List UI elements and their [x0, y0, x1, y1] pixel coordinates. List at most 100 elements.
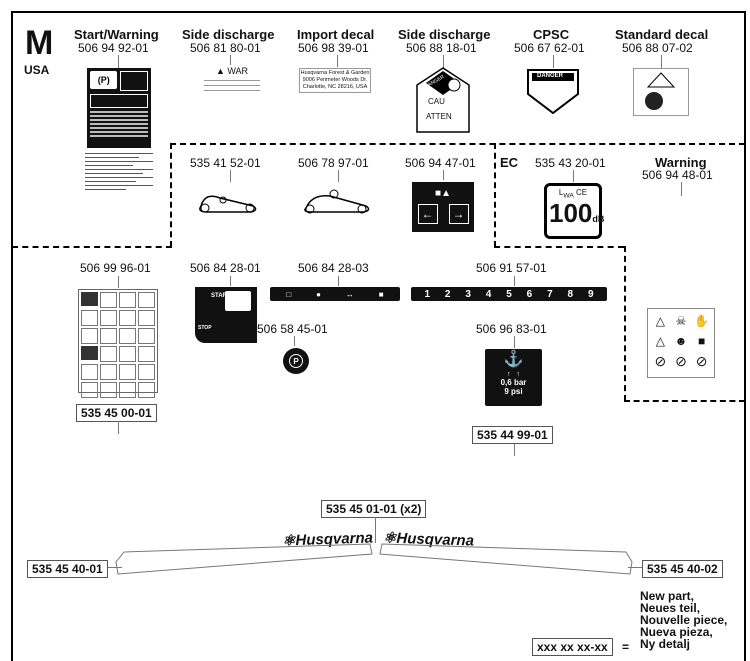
leader-line [514, 443, 515, 456]
dashed-border [170, 143, 745, 145]
prohibited-icon: ⊘ [675, 352, 687, 369]
part-box-mid-1: 535 45 00-01 [76, 404, 157, 422]
belt-diagram-1 [199, 195, 257, 213]
leader-line [230, 276, 231, 286]
arrow-right-icon: → [448, 204, 469, 224]
warning-triangle-icon [645, 72, 676, 110]
parking-brake-decal: P [283, 348, 309, 374]
side-discharge-2-attention: ATTEN [426, 112, 452, 121]
belt-decal-black: ■▲ ← → [412, 182, 474, 232]
legend-line: Ny detalj [640, 637, 691, 651]
standard-decal [633, 68, 689, 116]
safety-pictogram-decal [78, 289, 158, 398]
start-label: START [211, 293, 231, 299]
page-frame [11, 11, 746, 661]
leader-line [553, 55, 554, 68]
part-standard-decal: 506 88 07-02 [622, 41, 693, 55]
prohibited-icon: ⊘ [654, 352, 667, 369]
ec-sound-value: 100 [549, 197, 593, 228]
dashed-border [12, 246, 172, 248]
leader-line [443, 55, 444, 69]
leader-line [628, 567, 642, 568]
ce-mark-icon: LWA CE [558, 188, 588, 200]
dashed-border [170, 143, 172, 247]
region-label: USA [24, 63, 50, 77]
tractor-icon: ⚓ [503, 351, 524, 368]
warning-triangle-icon: △ [655, 314, 665, 328]
stop-label: STOP [198, 325, 212, 331]
person-icon: ☻ [674, 334, 688, 348]
height-number: 3 [465, 288, 471, 300]
pressure-bar: 0,6 bar [500, 378, 527, 387]
part-mid-6: 506 96 83-01 [476, 322, 547, 336]
part-mid-2: 506 84 28-01 [190, 261, 261, 275]
height-number: 8 [567, 288, 574, 300]
header-import-decal: Import decal [297, 27, 375, 42]
part-box-hood-left: 535 45 40-01 [27, 560, 108, 578]
leader-line [573, 170, 574, 182]
rabbit-icon: ■ [378, 289, 384, 299]
import-decal-line3: Charlotte, NC 28216, USA [302, 84, 368, 90]
leader-line [375, 517, 376, 543]
ec-sound-unit: dB [592, 213, 605, 224]
leader-line [514, 336, 515, 348]
mower-icon: ■ [698, 334, 706, 348]
side-discharge-decal-1: ▲ WAR [200, 66, 264, 102]
part-box-hood-center: 535 45 01-01 (x2) [321, 500, 427, 518]
leader-line [294, 336, 295, 346]
warning-right-decal: △ ☠ ✋ △ ☻ ■ ⊘ ⊘ ⊘ [647, 308, 715, 378]
import-decal-line1: Husqvarna Forest & Garden [300, 70, 370, 76]
height-number: 9 [587, 288, 594, 300]
leader-line [443, 170, 444, 180]
height-number: 1 [424, 288, 430, 300]
leader-line [118, 276, 119, 288]
start-warning-decal: (P) [87, 68, 151, 148]
part-side-discharge-2: 506 88 18-01 [406, 41, 477, 55]
part-ec: 535 43 20-01 [535, 156, 606, 170]
dashed-border [494, 246, 624, 248]
import-decal-line2: 9006 Perimeter Woods Dr. [302, 77, 368, 83]
legend-equals: = [622, 640, 630, 654]
page-letter: M [25, 24, 54, 62]
new-part-legend: New part,Neues teil,Nouvelle piece,Nueva… [640, 590, 727, 650]
leader-line [661, 55, 662, 68]
cpsc-danger-label: DANGER [537, 73, 564, 79]
leader-line [230, 170, 231, 182]
hood-decal-strips [115, 543, 633, 575]
ec-sound-decal: LWA CE 100dB [544, 183, 605, 239]
legend-line: Nueva pieza, [640, 625, 713, 639]
start-stop-decal: START STOP [195, 287, 257, 343]
mower-icon: ■▲ [435, 187, 451, 199]
part-belt-3: 506 94 47-01 [405, 156, 476, 170]
warning-triangle-icon: ▲ [215, 66, 225, 76]
legend-line: Neues teil, [640, 601, 701, 615]
dashed-border [624, 246, 626, 401]
parking-icon: P [289, 354, 303, 368]
header-start-warning: Start/Warning [74, 27, 159, 42]
part-cpsc: 506 67 62-01 [514, 41, 585, 55]
side-discharge-warning-text: WAR [227, 66, 249, 76]
legend-part-box: xxx xx xx-xx [532, 638, 613, 656]
height-number: 7 [547, 288, 553, 300]
leader-line [338, 276, 339, 286]
turtle-icon: □ [286, 289, 292, 299]
prohibited-icon: ⊘ [695, 352, 708, 369]
arrow-left-icon: ← [417, 204, 438, 224]
header-cpsc: CPSC [533, 27, 570, 42]
header-side-discharge-2: Side discharge [398, 27, 491, 42]
ec-label: EC [500, 155, 519, 170]
part-mid-5: 506 58 45-01 [257, 322, 328, 336]
choke-icon: ● [316, 289, 321, 299]
leader-line [118, 55, 119, 68]
dashed-border [624, 400, 745, 402]
leader-line [230, 55, 231, 65]
cpsc-decal [527, 69, 579, 114]
side-discharge-2-caution: CAU [428, 97, 445, 106]
leader-line [337, 55, 338, 67]
start-warning-text-block [85, 150, 153, 210]
legend-line: New part, [640, 589, 695, 603]
part-box-hood-right: 535 45 40-02 [642, 560, 723, 578]
belt-diagram-2 [304, 189, 370, 214]
part-mid-4: 506 91 57-01 [476, 261, 547, 275]
